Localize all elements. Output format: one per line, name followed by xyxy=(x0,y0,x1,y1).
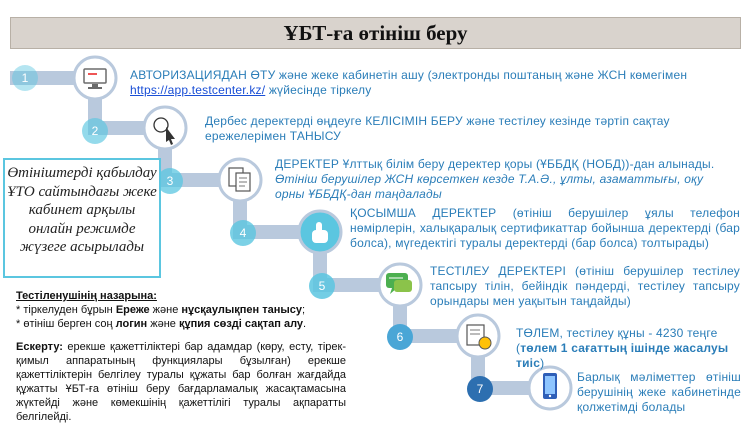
monitor-icon xyxy=(83,68,107,89)
step-5-icon-circle xyxy=(377,262,423,308)
payment-icon xyxy=(466,324,492,350)
attention-line-1: * тіркелуден бұрын Ереже және нұсқаулықп… xyxy=(16,304,306,316)
chat-icon xyxy=(386,273,412,294)
remark-label: Ескерту: xyxy=(16,341,63,353)
step-number-2: 2 xyxy=(82,118,108,144)
attention-block: Тестіленушінің назарына: * тіркелуден бұ… xyxy=(16,289,346,331)
svg-text:6: 6 xyxy=(397,330,404,344)
attention-heading: Тестіленушінің назарына: xyxy=(16,290,157,302)
page-title: ҰБТ-ға өтініш беру xyxy=(10,17,741,49)
step-number-5: 5 xyxy=(309,273,335,299)
step-3-icon-circle xyxy=(217,157,263,203)
step-3-text: ДЕРЕКТЕР Ұлттық білім беру деректер қоры… xyxy=(275,157,715,201)
svg-text:4: 4 xyxy=(240,226,247,240)
svg-text:5: 5 xyxy=(319,279,326,293)
step-7-icon-circle xyxy=(527,365,573,411)
step-2-text: Дербес деректерді өңдеуге КЕЛІСІМІН БЕРУ… xyxy=(205,114,670,143)
phone-icon xyxy=(543,373,557,399)
step-number-4: 4 xyxy=(230,220,256,246)
step-7-text: Барлық мәліметтер өтініш берушінің жеке … xyxy=(577,370,741,414)
online-application-note: Өтініштерді қабылдау ҰТО сайтындағы жеке… xyxy=(3,158,161,278)
step-4-icon-circle xyxy=(297,209,343,255)
svg-text:1: 1 xyxy=(22,71,29,85)
attention-line-2: * өтініш берген соң логин және құпия сөз… xyxy=(16,318,307,330)
step-number-7: 7 xyxy=(467,376,493,402)
step-1-icon-circle xyxy=(72,55,118,101)
svg-text:7: 7 xyxy=(477,382,484,396)
remark-block: Ескерту: ерекше қажеттіліктері бар адамд… xyxy=(16,340,346,424)
step-6-text: ТӨЛЕМ, тестілеу құны - 4230 теңге (төлем… xyxy=(516,326,729,370)
svg-text:2: 2 xyxy=(92,124,99,138)
svg-text:3: 3 xyxy=(167,174,174,188)
cursor-icon xyxy=(153,117,175,145)
step-5-text: ТЕСТІЛЕУ ДЕРЕКТЕРІ (өтініш берушілер тес… xyxy=(430,264,740,308)
testcenter-link[interactable]: https://app.testcenter.kz/ xyxy=(130,83,266,97)
step-6-icon-circle xyxy=(455,313,501,359)
remark-text: ерекше қажеттіліктері бар адамдар (көру,… xyxy=(16,341,346,423)
step-number-3: 3 xyxy=(157,168,183,194)
step-1-text: АВТОРИЗАЦИЯДАН ӨТУ және жеке кабинетін а… xyxy=(130,68,688,97)
step-number-1: 1 xyxy=(12,65,38,91)
step-4-text: ҚОСЫМША ДЕРЕКТЕР (өтініш берушілер ұялы … xyxy=(350,206,740,250)
hand-touch-icon xyxy=(312,222,328,243)
documents-icon xyxy=(228,167,251,192)
step-2-icon-circle xyxy=(142,105,188,151)
step-number-6: 6 xyxy=(387,324,413,350)
